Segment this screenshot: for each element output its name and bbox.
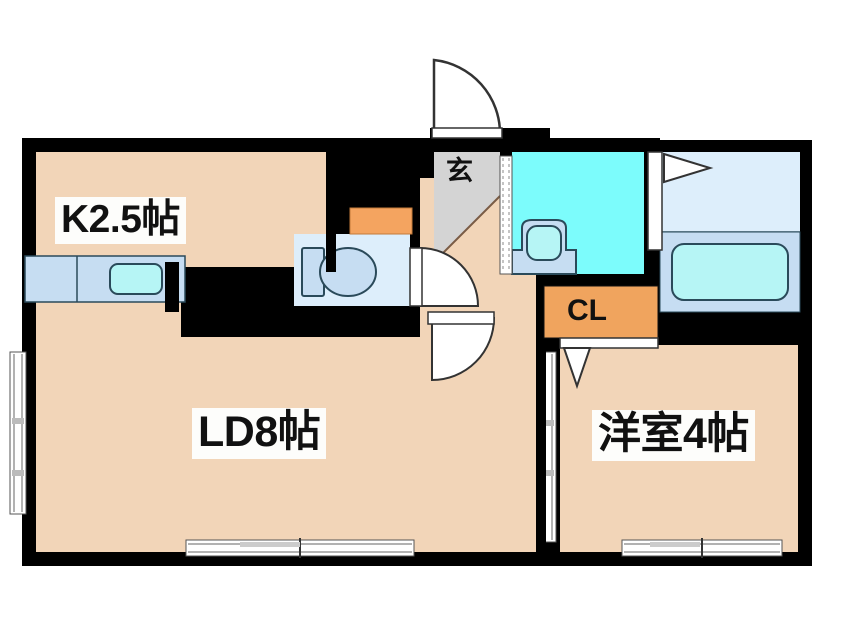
room-label-kitchen: K2.5帖 xyxy=(55,197,186,244)
entrance-swing-door xyxy=(431,58,503,139)
washbasin-vanity xyxy=(511,219,577,275)
room-label-closet: CL xyxy=(567,294,607,327)
kitchen-counter-with-sink xyxy=(24,255,186,312)
room-label-genkan: 玄 xyxy=(446,156,473,186)
window-ld-bottom xyxy=(185,538,415,558)
washroom-sliding-door xyxy=(499,155,513,275)
partition-wall-right xyxy=(536,340,546,554)
living-swing-door xyxy=(427,311,496,382)
room-label-washitsu: 洋室4帖 xyxy=(592,410,755,461)
genkan-step-line xyxy=(433,195,501,263)
window-room-bottom xyxy=(621,538,783,558)
overhead-shelf xyxy=(349,207,413,235)
partition-wall-kitchen xyxy=(326,152,336,272)
room-label-ld: LD8帖 xyxy=(192,408,327,459)
closet-folding-door xyxy=(559,337,659,390)
bathroom-door xyxy=(647,151,714,251)
toilet xyxy=(301,247,377,297)
bathtub xyxy=(659,231,801,313)
closet-floor xyxy=(544,286,658,338)
kitchen-floor-lower xyxy=(36,152,181,337)
window-left xyxy=(9,351,27,515)
toilet-swing-door xyxy=(409,246,480,307)
